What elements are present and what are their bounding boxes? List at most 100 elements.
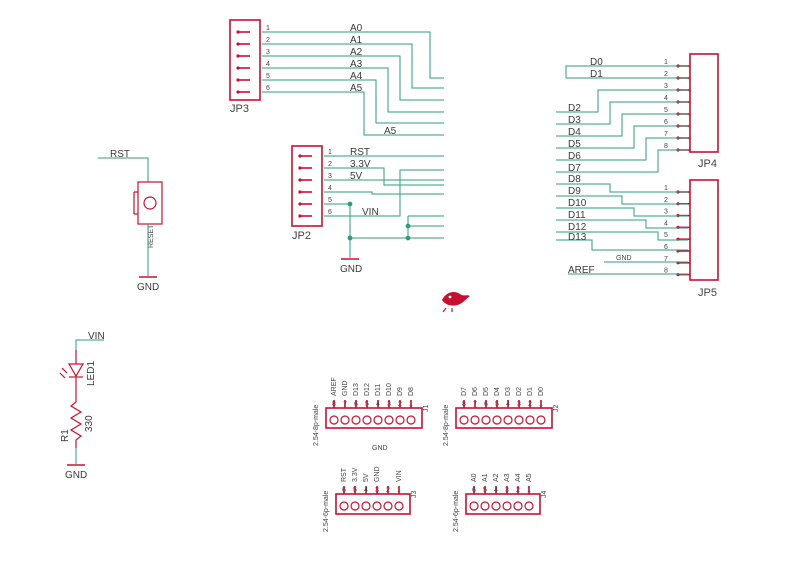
j1-socket	[395, 415, 405, 425]
jp3-net-a4: A4	[350, 71, 363, 82]
j1-pin-label: D13	[353, 383, 360, 396]
eagle-logo-icon	[442, 292, 470, 313]
jp5-pin-num: 2	[664, 197, 668, 204]
j2-pin-label: D1	[527, 387, 534, 396]
jp4-net-d6: D6	[568, 151, 581, 162]
j4-pin-num: 6	[472, 487, 476, 494]
jp2-name: JP2	[292, 230, 311, 242]
j1-pin-label: D8	[408, 387, 415, 396]
jp3-pin-num: 5	[266, 73, 270, 80]
j2-pin-label: D3	[505, 387, 512, 396]
jp4-net-d0: D0	[590, 57, 603, 68]
j2-pin-label: D7	[461, 387, 468, 396]
jp5-pin-num: 3	[664, 209, 668, 216]
jp5-net-d9: D9	[568, 186, 581, 197]
j1-socket	[384, 415, 394, 425]
j1-pin-num: 2	[398, 401, 402, 408]
j3-body	[335, 493, 411, 515]
j3-name: J3	[411, 491, 418, 499]
jp2-gnd-label: GND	[340, 264, 362, 275]
jp4-pin-num: 6	[664, 119, 668, 126]
j3-socket	[394, 501, 404, 511]
j3-pin-label: 3.3V	[352, 467, 359, 482]
jp4-body	[689, 53, 719, 153]
jp3-pin-num: 4	[266, 61, 270, 68]
j1-pin-label: AREF	[331, 377, 338, 396]
jp4-pin-num: 8	[664, 143, 668, 150]
led-name: LED1	[86, 361, 97, 386]
jp5-pin-num: 7	[664, 256, 668, 263]
jp4-net-d2: D2	[568, 103, 581, 114]
j1-name: J1	[423, 405, 430, 413]
j1-pin-num: 3	[387, 401, 391, 408]
j2-pin-num: 6	[484, 401, 488, 408]
j4-pin-label: A0	[471, 473, 478, 482]
jp4-wires	[556, 65, 688, 173]
jp5-net-d11: D11	[568, 210, 586, 221]
j2-socket	[492, 415, 502, 425]
jp2-net-3v3: 3.3V	[350, 159, 371, 170]
reset-part-label: RESET	[148, 224, 155, 248]
j1-socket	[362, 415, 372, 425]
j1-pin-num: 8	[332, 401, 336, 408]
j3-pin-num: 5	[353, 487, 357, 494]
j1-pin-label: D12	[364, 383, 371, 396]
j3-socket	[361, 501, 371, 511]
j1-pin-num: 7	[343, 401, 347, 408]
jp2-wires	[324, 155, 444, 258]
j2-pin-num: 3	[517, 401, 521, 408]
j2-pin-label: D2	[516, 387, 523, 396]
jp4-pin-num: 7	[664, 131, 668, 138]
j1-part: 2.54-8p-male	[313, 405, 320, 446]
jp3-wires	[262, 31, 444, 136]
jp5-net-d13: D13	[568, 232, 587, 243]
j4-socket	[469, 501, 479, 511]
resistor-name: R1	[60, 429, 71, 442]
j3-pin-num: 4	[364, 487, 368, 494]
jp5-name: JP5	[698, 287, 717, 299]
jp4-pin-num: 3	[664, 83, 668, 90]
jp2-pin-num: 5	[328, 197, 332, 204]
jp4-pin-num: 5	[664, 107, 668, 114]
j4-part: 2.54-6p-male	[453, 491, 460, 532]
resistor-value: 330	[84, 415, 95, 432]
jp3-body	[229, 19, 261, 101]
jp5-net-aref: AREF	[568, 265, 595, 276]
j2-socket	[514, 415, 524, 425]
j1-pin-label: GND	[342, 380, 349, 396]
led-gnd-label: GND	[65, 470, 87, 481]
j3-part: 2.54-6p-male	[323, 491, 330, 532]
jp3-net-a5-drop: A5	[384, 126, 397, 137]
reset-switch: RST RESET GND	[98, 149, 163, 293]
jp3-pin-num: 2	[266, 37, 270, 44]
jp3-net-a5: A5	[350, 83, 363, 94]
j4-pin-label: A5	[526, 473, 533, 482]
jp2-net-5v: 5V	[350, 171, 363, 182]
j3-pin-num: 3	[375, 487, 379, 494]
jp2-pin-num: 4	[328, 185, 332, 192]
j2-socket	[503, 415, 513, 425]
j4-pin-num: 5	[483, 487, 487, 494]
j3-socket	[372, 501, 382, 511]
jp2-pin-num: 2	[328, 161, 332, 168]
jp4-net-d3: D3	[568, 115, 581, 126]
jp3-net-a1: A1	[350, 35, 363, 46]
jp4-pin-num: 1	[664, 59, 668, 66]
j4-body	[465, 493, 541, 515]
j4-pin-num: 2	[516, 487, 520, 494]
j1-socket	[351, 415, 361, 425]
j2-socket	[481, 415, 491, 425]
j3-socket	[383, 501, 393, 511]
j4-socket	[524, 501, 534, 511]
reset-body	[137, 181, 163, 225]
j2-socket	[459, 415, 469, 425]
j1-socket	[406, 415, 416, 425]
j4-pin-label: A3	[504, 473, 511, 482]
jp5-body	[689, 179, 719, 281]
j2-pin-num: 7	[473, 401, 477, 408]
